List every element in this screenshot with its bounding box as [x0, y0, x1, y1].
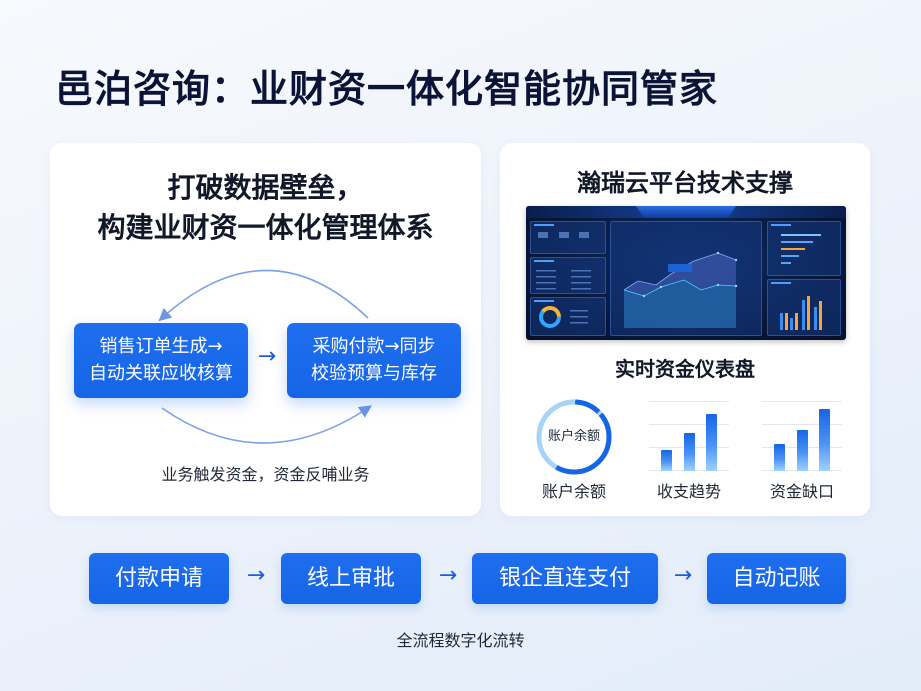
chart-bar	[661, 450, 672, 471]
flow-step-online-approval: 线上审批	[281, 553, 421, 604]
metric-label-account-balance: 账户余额	[541, 482, 606, 501]
chart-bar	[706, 414, 717, 471]
process-line: 销售订单生成→	[99, 336, 223, 357]
account-balance-donut-icon	[536, 399, 612, 475]
headline-line-1: 打破数据壁垒，	[167, 171, 364, 204]
integration-caption: 业务触发资金，资金反哺业务	[161, 465, 370, 484]
funding-gap-chart	[762, 401, 842, 471]
integration-headline: 打破数据壁垒， 构建业财资一体化管理体系	[50, 168, 481, 248]
chart-bar	[774, 444, 785, 471]
flow-step-auto-bookkeeping: 自动记账	[707, 553, 846, 604]
platform-headline: 瀚瑞云平台技术支撑	[577, 169, 793, 197]
chart-bar	[684, 433, 695, 471]
process-line: 校验预算与库存	[311, 363, 437, 384]
purchase-payment-process-box: 采购付款→同步 校验预算与库存	[287, 323, 461, 398]
process-line: 采购付款→同步	[312, 336, 436, 357]
page-title: 邑泊咨询：业财资一体化智能协同管家	[55, 67, 719, 111]
sales-order-process-box: 销售订单生成→ 自动关联应收核算	[74, 323, 248, 398]
chart-bar	[819, 409, 830, 471]
income-expense-trend-chart	[649, 401, 729, 471]
dashboard-title-plate	[636, 206, 736, 218]
metric-label-income-expense-trend: 收支趋势	[656, 482, 721, 501]
flow-caption: 全流程数字化流转	[396, 631, 525, 650]
dashboard-visuals-icon	[536, 232, 822, 330]
dashboard-screenshot-image	[526, 206, 846, 340]
platform-card: 瀚瑞云平台技术支撑	[500, 143, 870, 516]
fund-dashboard-headline: 实时资金仪表盘	[615, 357, 755, 381]
metric-label-funding-gap: 资金缺口	[769, 482, 834, 501]
arrow-right-icon: →	[246, 563, 266, 588]
headline-line-2: 构建业财资一体化管理体系	[97, 211, 434, 244]
arrow-right-icon: →	[673, 563, 693, 588]
flow-step-bank-direct-payment: 银企直连支付	[472, 553, 658, 604]
arrow-right-icon: →	[257, 344, 277, 369]
chart-bar	[797, 430, 808, 471]
integration-card: 打破数据壁垒， 构建业财资一体化管理体系 销售订单生成→ 自动关联应收核算 → …	[50, 143, 481, 516]
arrow-right-icon: →	[438, 563, 458, 588]
dashboard-panel	[530, 257, 606, 294]
process-line: 自动关联应收核算	[89, 363, 233, 384]
donut-center-label: 账户余额	[547, 429, 600, 444]
flow-step-payment-request: 付款申请	[89, 553, 229, 604]
